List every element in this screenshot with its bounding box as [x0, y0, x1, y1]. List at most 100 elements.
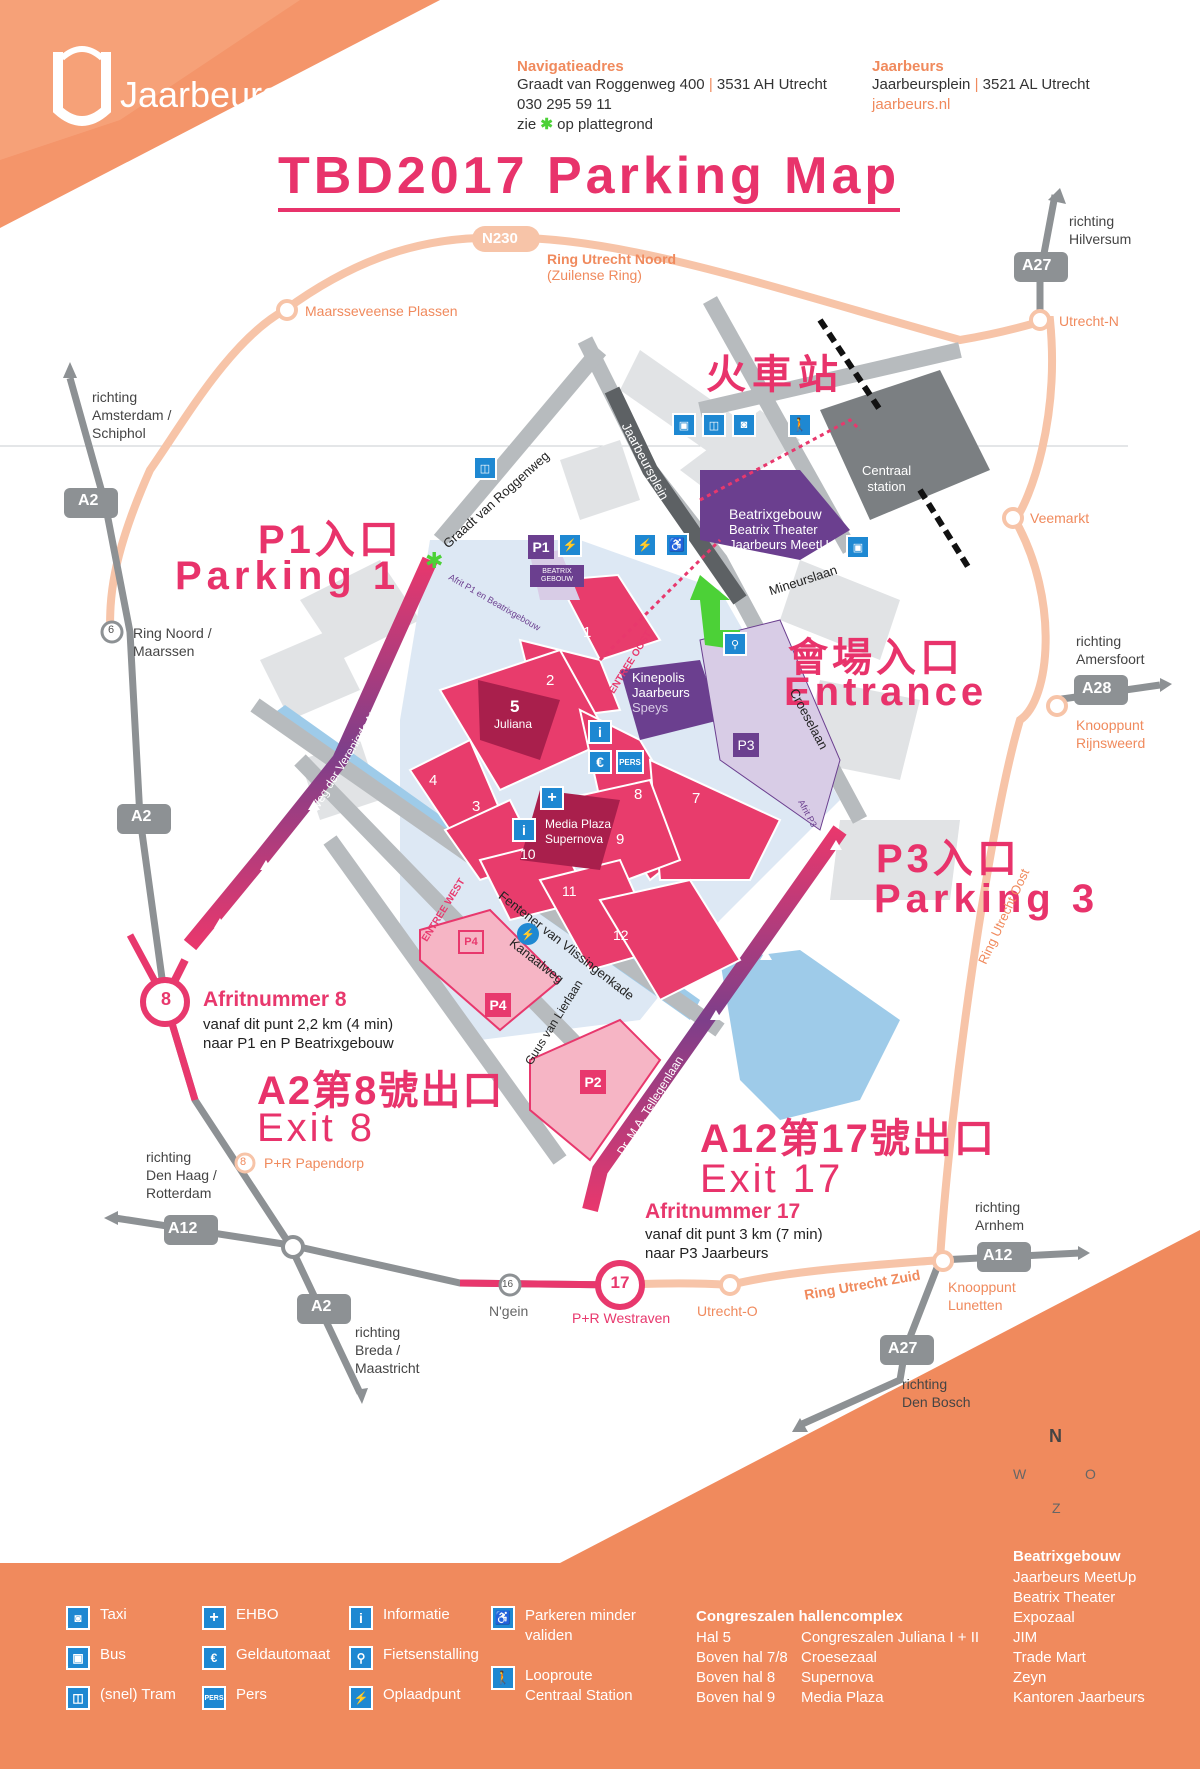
knooppunt-rijnsweerd-2: Rijnsweerd: [1076, 735, 1146, 751]
exit17-cn-label: A12第17號出口: [700, 1117, 996, 1161]
graadt-tram-icon: ◫: [473, 456, 497, 480]
highway-a2: [66, 377, 364, 1395]
exit8-cn-label: A2第8號出口: [257, 1069, 505, 1113]
beatrix-3: Jaarbeurs MeetUp: [729, 537, 836, 552]
euro-icon-east: €: [588, 750, 612, 774]
afrit8-desc: vanaf dit punt 2,2 km (4 min) naar P1 en…: [203, 1015, 394, 1053]
a28-label: A28: [1082, 680, 1112, 697]
nieuwegein-num: 16: [502, 1279, 514, 1290]
node-veemarkt: [1002, 507, 1024, 529]
exit-17-number: 17: [610, 1273, 630, 1292]
station-walking-icon: 🚶: [788, 413, 812, 437]
info-icon-east: i: [588, 720, 612, 744]
congres-right-4: Media Plaza: [801, 1689, 884, 1706]
maarsseveense-label: Maarsseveense Plassen: [305, 303, 458, 319]
entrance-arrow-icon: [690, 575, 740, 650]
richting-amersfoort-2: Amersfoort: [1076, 651, 1145, 667]
kinepolis-1: Kinepolis: [632, 670, 685, 685]
congres-title: Congreszalen hallencomplex: [696, 1608, 903, 1625]
beatrix-2: Beatrix Theater: [729, 522, 818, 537]
richting-denbosch-1: richting: [902, 1376, 948, 1392]
nav-address-line: Graadt van Roggenweg 400 | 3531 AH Utrec…: [517, 75, 827, 95]
station-tram-icon: ◫: [702, 413, 726, 437]
arrow-north-hilversum: [1048, 188, 1066, 204]
p-beatrix-1: BEATRIX: [542, 568, 572, 575]
richting-arnhem-label: richting Arnhem: [975, 1198, 1024, 1234]
legend-fietsenstalling: ⚲Fietsenstalling: [349, 1646, 479, 1670]
beatrix-list: Jaarbeurs MeetUp Beatrix Theater Expozaa…: [1013, 1568, 1145, 1708]
richting-hilversum-1: richting: [1069, 213, 1115, 229]
afrit8-line1: vanaf dit punt 2,2 km (4 min): [203, 1016, 394, 1033]
compass-z: Z: [1052, 1500, 1061, 1516]
papendorp-num: 8: [240, 1156, 247, 1168]
legend-pers-label: Pers: [236, 1686, 267, 1703]
kinepolis-2: Jaarbeurs: [632, 685, 690, 700]
p3-cn-label: P3入口: [876, 837, 1021, 881]
arrow-north-amsterdam: [63, 362, 77, 378]
legend-informatie: i Informatie: [349, 1606, 450, 1630]
logo-text: Jaarbeurs: [120, 74, 281, 115]
juliana-label: Juliana: [494, 717, 533, 731]
legend-taxi-label: Taxi: [100, 1606, 127, 1623]
richting-denhaag-3: Rotterdam: [146, 1185, 212, 1201]
beatrix-1: Beatrixgebouw: [729, 506, 822, 522]
entrance-en-label: Entrance: [784, 670, 988, 714]
hall-8-label: 8: [634, 786, 643, 803]
afrit8-line2: naar P1 en P Beatrixgebouw: [203, 1035, 394, 1052]
afrit17-line2: naar P3 Jaarbeurs: [645, 1245, 769, 1262]
beatrix-title: Beatrixgebouw: [1013, 1548, 1121, 1565]
nav-sep: |: [708, 76, 713, 93]
wheelchair-icon: ♿: [491, 1606, 515, 1630]
a27-top-label: A27: [1022, 257, 1052, 274]
info-icon: i: [349, 1606, 373, 1630]
legend-informatie-label: Informatie: [383, 1606, 450, 1623]
hall-7-label: 7: [692, 790, 701, 807]
beatrix-list-3: Expozaal: [1013, 1609, 1075, 1626]
congres-right-2: Croesezaal: [801, 1649, 877, 1666]
congres-right-3: Supernova: [801, 1669, 874, 1686]
legend-minder-validen: ♿ Parkeren minder validen: [491, 1606, 641, 1646]
richting-breda-label: richting Breda / Maastricht: [355, 1323, 420, 1377]
arrow-south-denbosch: [792, 1418, 808, 1432]
nav-phone: 030 295 59 11: [517, 96, 612, 113]
highway-shields: [64, 226, 1128, 1365]
pr-westraven-label: P+R Westraven: [572, 1310, 671, 1326]
congres-left-4: Boven hal 9: [696, 1689, 776, 1706]
station-charging-icon: ⚡: [633, 533, 657, 557]
compass-n: N: [1049, 1426, 1062, 1446]
legend-bus: ▣Bus: [66, 1646, 126, 1670]
nav-point-star-icon: ✱: [425, 549, 443, 574]
first-aid-icon-map: +: [540, 786, 564, 810]
p1-badge: P1: [528, 535, 554, 559]
a12-left-label: A12: [168, 1220, 198, 1237]
legend-tram: ◫(snel) Tram: [66, 1686, 176, 1710]
centraal-station-label: Centraal station: [862, 463, 911, 495]
richting-arnhem-1: richting: [975, 1199, 1021, 1215]
beatrix-list-1: Jaarbeurs MeetUp: [1013, 1569, 1137, 1586]
jb-url-link[interactable]: jaarbeurs.nl: [872, 96, 951, 113]
compass-w: W: [1013, 1466, 1027, 1482]
congres-left-3: Boven hal 8: [696, 1669, 776, 1686]
legend-ehbo: +EHBO: [202, 1606, 279, 1630]
richting-amersfoort-1: richting: [1076, 633, 1122, 649]
charging-icon: ⚡: [349, 1686, 373, 1710]
node-rijnsweerd: [1046, 695, 1068, 717]
richting-denhaag-2: Den Haag /: [146, 1167, 217, 1183]
hall-2-label: 2: [546, 672, 555, 689]
hall-12-label: 12: [613, 927, 629, 943]
legend-taxi: ◙ Taxi: [66, 1606, 127, 1630]
nav-note: zie ✱ op plattegrond: [517, 115, 827, 135]
ring-noord-sub-label: (Zuilense Ring): [547, 267, 642, 283]
taxi-icon: ◙: [66, 1606, 90, 1630]
node-ring-noord: [100, 620, 124, 644]
legend-minder-validen-label: Parkeren minder validen: [525, 1607, 636, 1644]
jb-sep: |: [974, 76, 979, 93]
hall-5-juliana: [478, 680, 560, 760]
nav-address-block: Navigatieadres Graadt van Roggenweg 400 …: [517, 58, 827, 135]
kinepolis-3: Speys: [632, 700, 669, 715]
jaarbeurs-logo-icon: [53, 46, 111, 126]
jb-city: 3521 AL Utrecht: [982, 76, 1090, 93]
route-arrows: [214, 800, 842, 1020]
p3-badge: P3: [733, 733, 759, 757]
p1-en-label: Parking 1: [175, 554, 401, 598]
